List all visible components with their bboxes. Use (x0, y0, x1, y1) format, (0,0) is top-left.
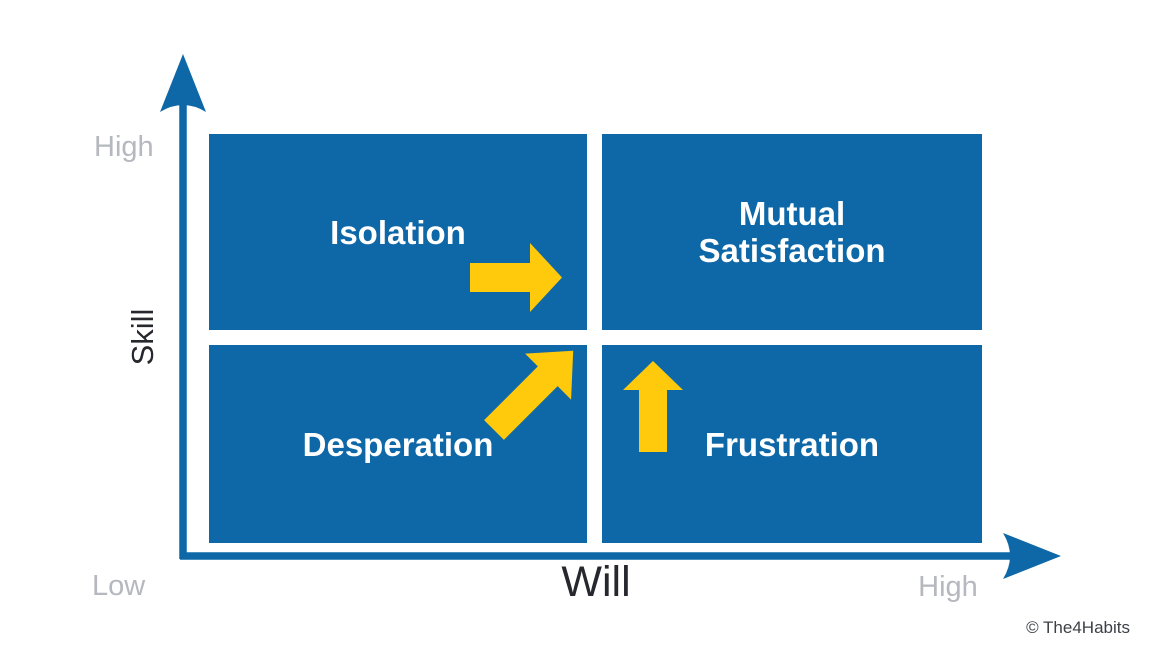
attribution-text: © The4Habits (1026, 618, 1130, 637)
y-axis (160, 54, 206, 559)
quadrant-label: Desperation (302, 425, 494, 463)
x-axis-low-label: Low (92, 570, 146, 602)
quadrant-mutual-satisfaction: Mutual Satisfaction (602, 134, 982, 330)
x-axis-title: Will (561, 558, 631, 606)
quadrant-label: Mutual Satisfaction (698, 195, 886, 269)
y-axis-arrowhead-icon (160, 54, 206, 112)
x-axis-arrowhead-icon (1003, 533, 1061, 579)
y-axis-high-label: High (94, 131, 154, 163)
quadrant-desperation: Desperation (209, 345, 587, 543)
quadrant-frustration: Frustration (602, 345, 982, 543)
quadrant-isolation: Isolation (209, 134, 587, 330)
quadrant-label: Isolation (330, 213, 466, 251)
x-axis-high-label: High (918, 571, 978, 603)
y-axis-title: Skill (125, 308, 160, 366)
quadrant-label: Frustration (704, 425, 880, 463)
